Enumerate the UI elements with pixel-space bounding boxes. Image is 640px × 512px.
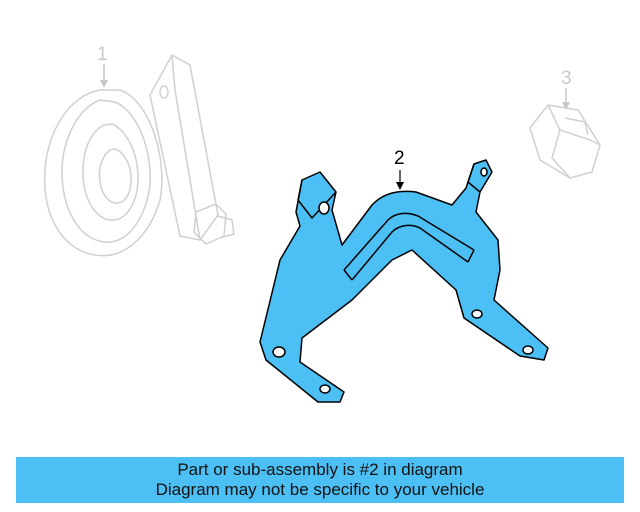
callout-2-arrow [396,182,404,190]
callout-1-arrow [100,80,108,88]
info-banner: Part or sub-assembly is #2 in diagram Di… [16,457,624,503]
horn-part-1 [43,54,235,257]
callout-3-arrow [562,102,570,110]
callout-number-1: 1 [97,44,108,65]
callout-number-2: 2 [394,148,405,169]
connector-part-3 [529,104,601,179]
callout-number-3: 3 [561,68,572,89]
banner-line-1: Part or sub-assembly is #2 in diagram [177,460,463,479]
bracket-part-2 [259,159,549,403]
parts-diagram [43,54,601,403]
banner-line-2: Diagram may not be specific to your vehi… [155,480,485,499]
